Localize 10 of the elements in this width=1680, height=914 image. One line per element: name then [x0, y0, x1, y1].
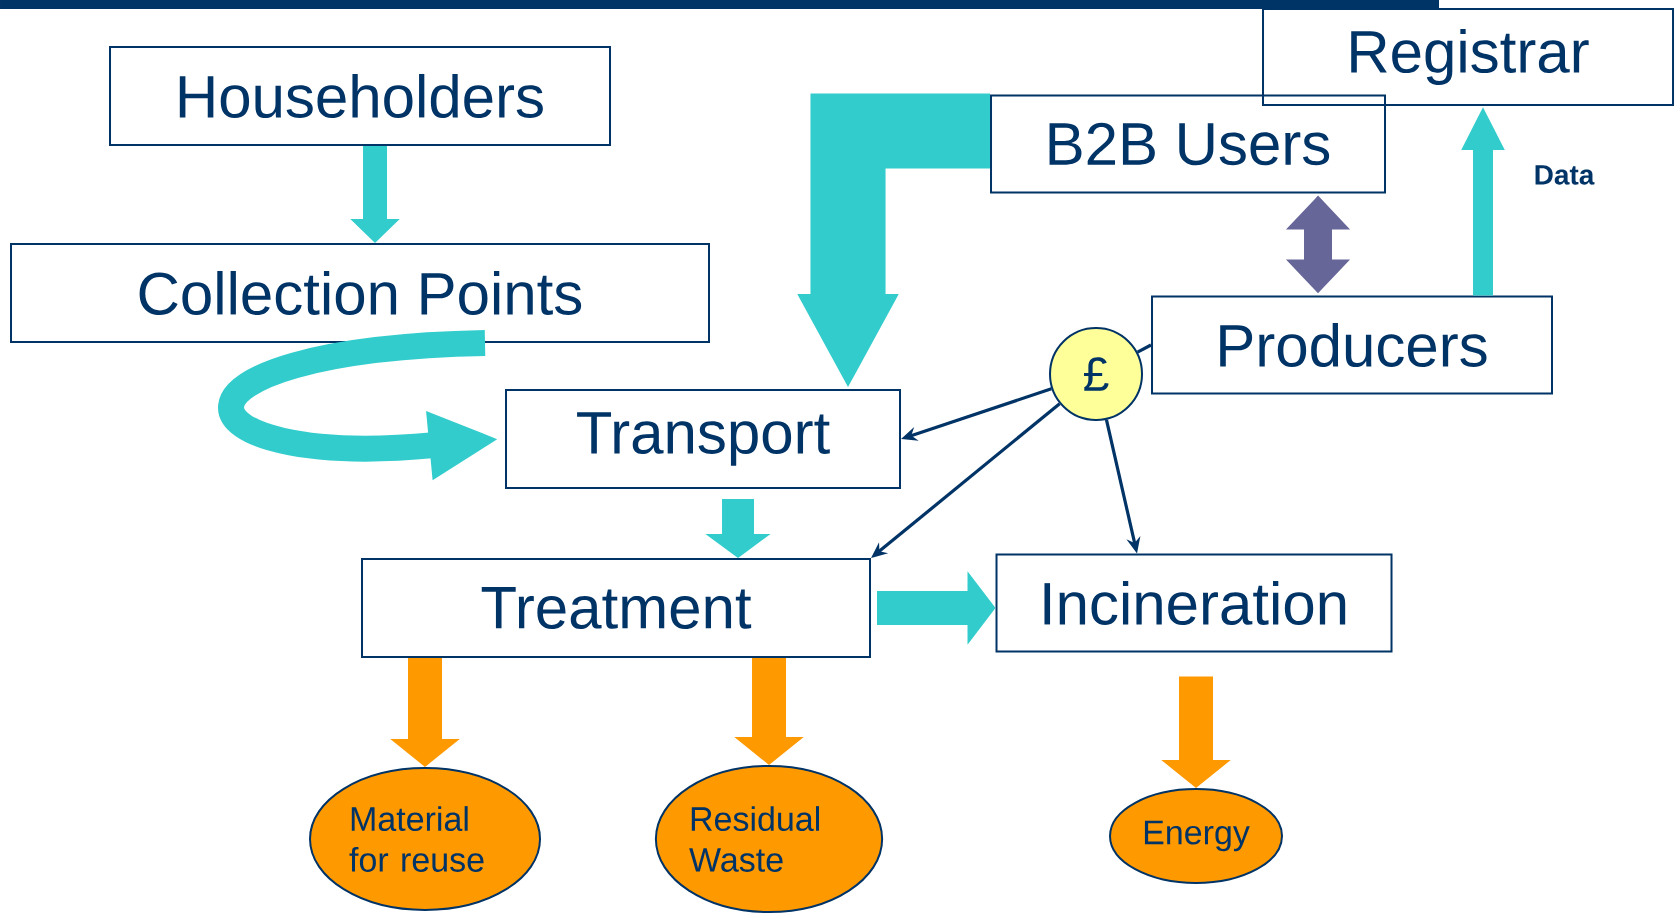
- process-box: Collection Points: [10, 243, 710, 343]
- process-box: B2B Users: [990, 94, 1386, 194]
- process-box: Transport: [505, 389, 901, 489]
- edge-label: Data: [1531, 163, 1597, 187]
- process-box: Householders: [109, 46, 611, 146]
- process-box: Incineration: [995, 553, 1393, 653]
- process-box: Registrar: [1262, 8, 1674, 106]
- connector-line: [1136, 343, 1152, 354]
- process-box: Treatment: [361, 558, 871, 658]
- process-box: Producers: [1151, 295, 1553, 395]
